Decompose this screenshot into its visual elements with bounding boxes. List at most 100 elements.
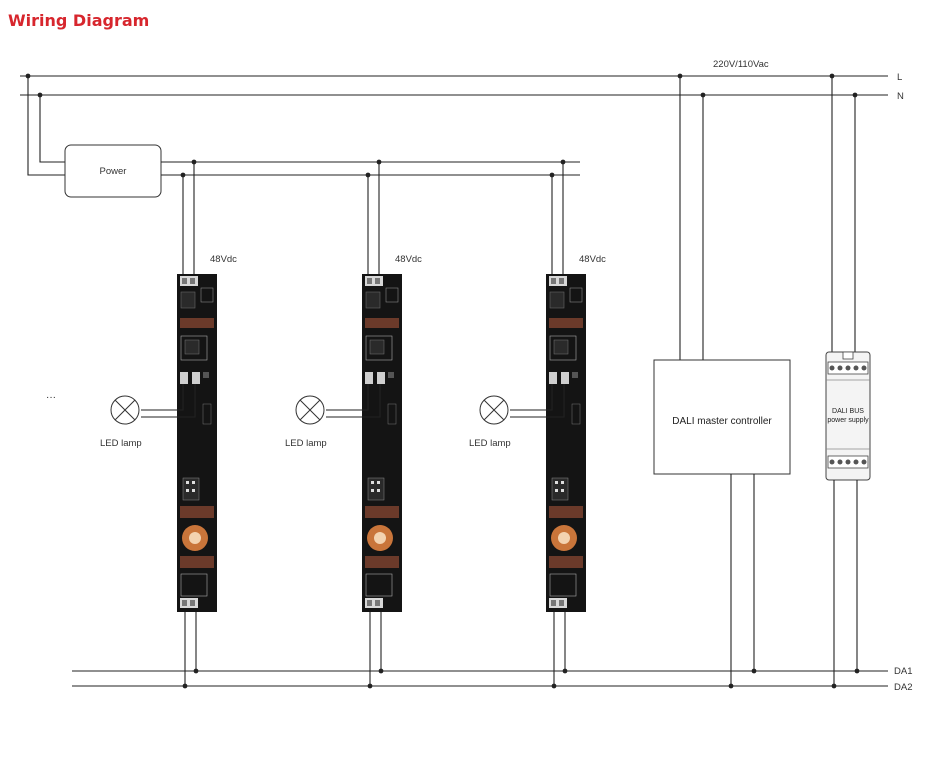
terminal-block (180, 276, 198, 286)
resistor-bank (180, 506, 214, 518)
dip-pin (371, 489, 374, 492)
dali-master-label: DALI master controller (672, 416, 772, 427)
junction-dot (700, 92, 706, 98)
resistor-bank (365, 318, 399, 328)
psu-terminal-screw (861, 365, 867, 371)
component (203, 372, 209, 378)
junction-dot (852, 92, 858, 98)
component (572, 372, 578, 378)
terminal-screw (559, 600, 564, 606)
lamp-label: LED lamp (285, 438, 327, 449)
junction-dot (25, 73, 31, 79)
resistor-bank (549, 318, 583, 328)
psu-terminal-screw (853, 459, 859, 465)
terminal-screw (551, 600, 556, 606)
lamp-cross (299, 399, 321, 421)
psu-terminal-screw (829, 365, 835, 371)
junction-dot (378, 668, 384, 674)
dip-pin (192, 489, 195, 492)
led-terminal (180, 372, 188, 384)
terminal-screw (367, 600, 372, 606)
terminal-block (549, 276, 567, 286)
terminal-screw (190, 600, 195, 606)
chip-outline (569, 287, 583, 303)
lamp-wire-2 (510, 384, 565, 418)
resistor-bank (365, 506, 399, 518)
psu-terminal-screw (853, 365, 859, 371)
terminal-block (180, 598, 198, 608)
voltage-label: 220V/110Vac (713, 59, 769, 70)
driver-board (177, 274, 217, 612)
bus-label-DA2: DA2 (894, 682, 912, 693)
lamp-label: LED lamp (100, 438, 142, 449)
chip-outline (365, 335, 393, 361)
driver-board (546, 274, 586, 612)
vdc-label: 48Vdc (579, 254, 606, 265)
psu-terminal-screw (837, 459, 843, 465)
dali-psu-module: DALI BUS power supply (825, 351, 871, 481)
resistor-bank (549, 506, 583, 518)
led-terminal (549, 372, 557, 384)
power-wire-N (39, 95, 65, 163)
lamp-cross (483, 399, 505, 421)
dip-pin (186, 481, 189, 484)
junction-dot (728, 683, 734, 689)
coil-core (189, 532, 201, 544)
chip-outline (365, 573, 393, 597)
coil-core (558, 532, 570, 544)
coil-core (374, 532, 386, 544)
dip-pin (371, 481, 374, 484)
junction-dot (549, 172, 555, 178)
terminal-screw (559, 278, 564, 284)
led-terminal (365, 372, 373, 384)
terminal-screw (375, 278, 380, 284)
terminal-screw (367, 278, 372, 284)
resistor-bank (180, 318, 214, 328)
junction-dot (562, 668, 568, 674)
psu-terminal-screw (861, 459, 867, 465)
terminal-screw (190, 278, 195, 284)
dip-pin (555, 481, 558, 484)
chip-outline (180, 573, 208, 597)
page-title: Wiring Diagram (8, 11, 150, 30)
junction-dot (829, 73, 835, 79)
bus-label-N: N (897, 91, 904, 102)
junction-dot (191, 159, 197, 165)
junction-dot (182, 683, 188, 689)
vdc-label: 48Vdc (210, 254, 237, 265)
terminal-block (365, 598, 383, 608)
dip-pin (186, 489, 189, 492)
psu-label-2: power supply (827, 417, 869, 424)
component (388, 372, 394, 378)
junction-dot (365, 172, 371, 178)
psu-label-1: DALI BUS (832, 408, 864, 415)
label-outline (202, 403, 212, 425)
chip (365, 291, 381, 309)
power-box (64, 144, 162, 198)
chip-outline (549, 335, 577, 361)
power-wire-L (27, 76, 65, 176)
ellipsis-text: ··· (46, 392, 56, 403)
chip-outline (385, 287, 399, 303)
chip-outline (549, 573, 577, 597)
lamp-wire-2 (141, 384, 196, 418)
junction-dot (37, 92, 43, 98)
bus-label-L: L (897, 72, 902, 83)
terminal-screw (375, 600, 380, 606)
resistor-bank (365, 556, 399, 568)
junction-dot (677, 73, 683, 79)
psu-terminal-screw (837, 365, 843, 371)
chip (549, 291, 565, 309)
lamp-label: LED lamp (469, 438, 511, 449)
chip-outline (180, 335, 208, 361)
junction-dot (180, 172, 186, 178)
lamp-wire-2 (326, 384, 381, 418)
junction-dot (560, 159, 566, 165)
led-terminal (192, 372, 200, 384)
led-terminal (377, 372, 385, 384)
lamp-wire-1 (510, 384, 553, 411)
